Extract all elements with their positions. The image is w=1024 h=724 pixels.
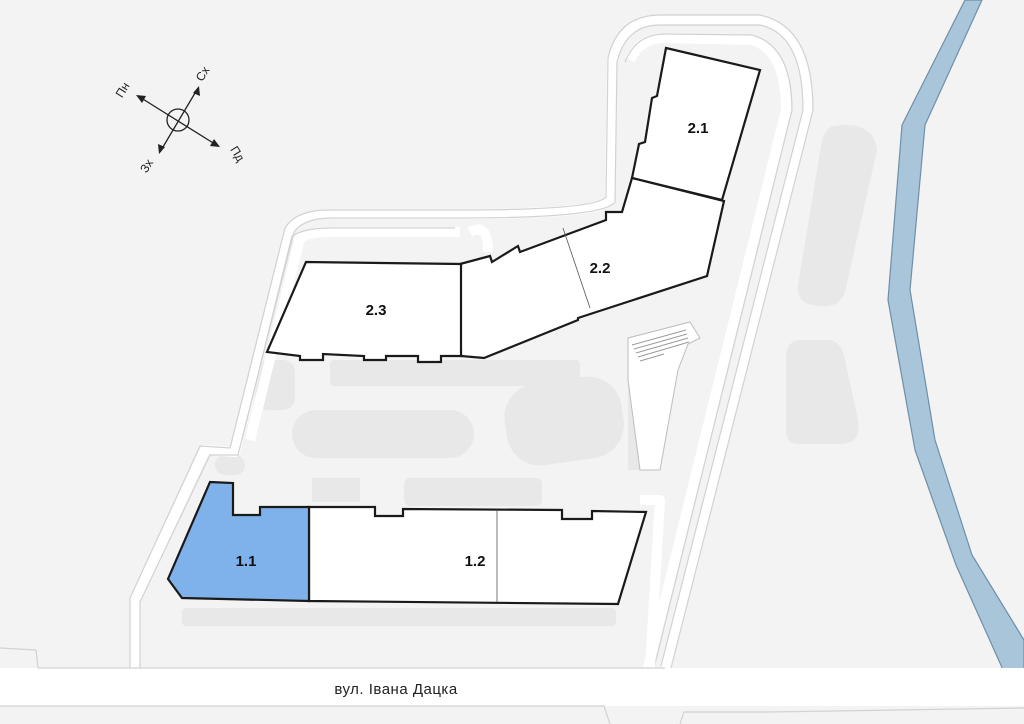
internal-road	[129, 14, 814, 670]
building-2-2[interactable]: 2.2	[458, 176, 726, 360]
landscape-patches	[182, 125, 877, 626]
compass-arrow-south	[210, 139, 220, 147]
compass-west-label: Зх	[137, 157, 156, 176]
building-1-2-label: 1.2	[465, 553, 486, 570]
street: вул. Івана Дацка	[0, 647, 1024, 724]
building-2-3[interactable]: 2.3	[265, 260, 463, 364]
building-1-1[interactable]: 1.1	[166, 480, 311, 603]
river	[887, 0, 1024, 673]
compass-east-label: Сх	[193, 64, 213, 84]
building-1-2[interactable]: 1.2	[307, 505, 648, 606]
building-2-2-label: 2.2	[590, 260, 611, 277]
building-2-3-label: 2.3	[366, 302, 387, 319]
street-name-label: вул. Івана Дацка	[334, 681, 457, 698]
building-1-1-label: 1.1	[236, 553, 257, 570]
entrance-structure	[627, 321, 701, 471]
compass-north-label: Пн	[113, 80, 133, 100]
compass-arrow-east	[193, 86, 200, 96]
building-2-1[interactable]: 2.1	[630, 46, 762, 202]
buildings: 2.1 2.2 2.3 1.2 1.1	[166, 46, 762, 606]
compass-arrow-north	[136, 95, 146, 103]
building-2-1-label: 2.1	[688, 120, 709, 137]
compass-arrow-west	[158, 144, 165, 154]
compass-circle	[166, 108, 190, 132]
